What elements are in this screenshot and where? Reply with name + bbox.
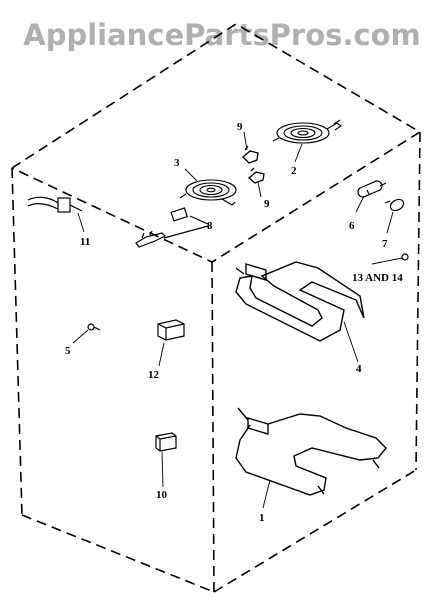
label-part-8: 8 [207,220,213,232]
bake-element-drawing [235,407,387,496]
label-part-6: 6 [349,220,355,232]
label-part-2: 2 [291,165,297,177]
broil-element-drawing [235,261,365,342]
label-part-11: 11 [80,236,90,248]
cabinet-top-edge [11,23,422,263]
cabinet-front-edge [211,261,215,593]
cabinet-left-edge [11,167,23,516]
switch-drawing [155,432,177,452]
relay-drawing [157,319,185,341]
label-part-7: 7 [382,238,388,250]
cabinet-right-edge [415,131,421,471]
lamp-drawings [357,180,405,212]
watermark: AppliancePartsPros.com [23,18,421,52]
label-part-1: 1 [259,512,265,524]
label-part-5: 5 [65,345,71,357]
label-part-9-lower: 9 [264,198,270,210]
leader-lines [72,131,403,509]
cabinet-bottom-right-edge [213,469,417,593]
surface-element-left-drawing [179,179,237,206]
screw-drawing [87,323,101,331]
oven-sensor-drawing [27,196,83,213]
label-part-4: 4 [356,363,362,375]
surface-element-right-drawing [272,119,342,144]
label-part-10: 10 [156,489,168,501]
label-part-9-upper: 9 [237,121,243,133]
terminal-block-drawing [135,207,209,248]
label-part-3: 3 [174,157,180,169]
cabinet-outline [11,23,422,593]
label-part-12: 12 [148,369,160,381]
callout-labels: 1 2 3 4 5 6 7 8 9 9 10 11 12 13 AND 14 [65,121,403,524]
receptacle-drawings [242,145,265,184]
cabinet-bottom-left-edge [21,514,215,593]
label-part-13-and-14: 13 AND 14 [352,272,403,284]
fastener-drawing [401,253,409,261]
